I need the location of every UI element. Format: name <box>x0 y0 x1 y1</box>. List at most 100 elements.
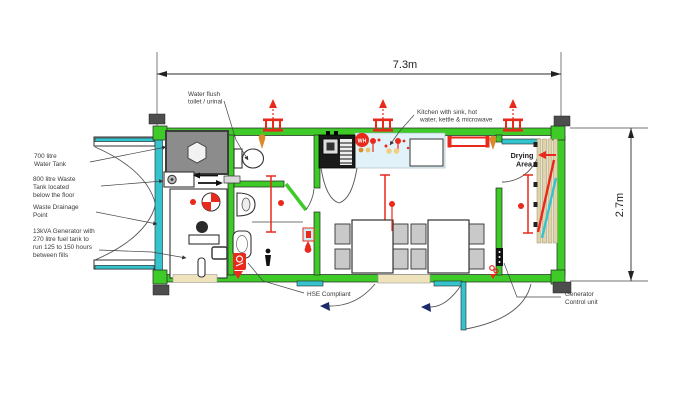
foot-bracket <box>148 113 166 125</box>
dimension-height: 2.7m <box>570 127 648 282</box>
corner-block <box>152 269 168 285</box>
building-shell <box>148 113 572 296</box>
entrance-threshold <box>377 274 431 284</box>
generator-room <box>169 188 228 283</box>
leader-drainage <box>95 211 158 226</box>
chair <box>392 248 409 270</box>
svg-text:Waste Drainage: Waste Drainage <box>33 204 79 211</box>
svg-text:Drying: Drying <box>511 151 534 160</box>
svg-text:water, kettle & microwave: water, kettle & microwave <box>419 117 493 124</box>
ceiling-light-dot <box>518 203 524 209</box>
leader-water-flush <box>223 100 249 161</box>
side-door-leaf <box>460 281 467 331</box>
person-icon <box>265 248 271 266</box>
door-swing-arc <box>94 146 157 207</box>
generator-control-panel <box>496 248 503 266</box>
leader-waste-tank <box>100 179 164 187</box>
kitchen: WH <box>318 131 490 233</box>
extract-fan-icon <box>373 99 393 132</box>
chair <box>468 248 485 270</box>
label-generator-control: Generator Control unit <box>565 291 598 306</box>
microwave <box>409 138 444 167</box>
warning-scribble-icon <box>489 265 499 279</box>
interior-walls <box>227 134 541 276</box>
entrance-arrow-icon <box>421 303 431 312</box>
left-exterior-doors <box>93 136 157 270</box>
sink-unit <box>318 131 356 169</box>
tap-dot <box>365 147 371 153</box>
shelf <box>223 175 241 184</box>
dining-table <box>351 219 394 274</box>
svg-text:below the floor: below the floor <box>33 192 75 199</box>
ceiling-light-dot <box>389 201 395 207</box>
svg-text:Point: Point <box>33 212 48 219</box>
label-water-flush: Water flush toilet / urinal <box>188 91 222 106</box>
leader-hse <box>247 262 305 294</box>
flue-cone-icon <box>258 134 497 150</box>
plant-room <box>163 130 241 188</box>
generator-symbol-icon <box>201 192 221 212</box>
arrowhead-right <box>551 71 561 77</box>
toilet-cistern <box>233 148 243 169</box>
left-end-wall <box>154 138 163 272</box>
leader-lines <box>89 100 561 298</box>
dim-height-label: 2.7m <box>614 193 626 217</box>
door-leaf-stripe <box>94 265 155 270</box>
tray-inner-line <box>236 235 248 253</box>
label-water-tank: 700 litre Water Tank <box>34 153 67 168</box>
chair <box>334 248 351 270</box>
svg-text:Tank located: Tank located <box>33 184 69 191</box>
svg-text:between fills: between fills <box>33 252 68 259</box>
waste-drain-dot <box>170 178 174 181</box>
dining-table <box>427 219 470 274</box>
ceiling-light-dot <box>278 200 284 206</box>
arrowhead-left <box>157 71 167 77</box>
svg-text:Generator: Generator <box>565 291 595 298</box>
drying-area <box>489 138 558 279</box>
cupboard-door-arc <box>320 167 340 204</box>
label-drying-area: Drying Area <box>511 151 534 169</box>
chair <box>468 223 485 245</box>
appliance-dots <box>377 138 410 150</box>
ceiling-light-dot <box>190 199 196 205</box>
accessible-toilet-icon <box>233 253 246 279</box>
chair <box>392 223 409 245</box>
door-sill <box>433 280 463 287</box>
light-fitting-icon <box>523 174 533 234</box>
dim-width-label: 7.3m <box>393 59 417 71</box>
extract-fan-icon <box>263 99 283 132</box>
svg-text:800 litre Waste: 800 litre Waste <box>33 176 76 183</box>
transfer-arrows-icon <box>193 172 223 186</box>
foot-bracket <box>552 281 572 294</box>
right-end-wall <box>556 135 566 276</box>
partition-wall-toilet-lower <box>313 211 321 276</box>
leader-water-tank <box>89 145 167 163</box>
toilet-cubicle-wall <box>233 180 285 188</box>
toilet-bowl <box>241 148 265 169</box>
drying-rack <box>533 138 558 244</box>
svg-text:Control unit: Control unit <box>565 299 598 306</box>
door-sill <box>296 280 324 287</box>
door-swing-arc <box>428 283 463 308</box>
rack-stripe-red <box>536 159 556 233</box>
corner-block <box>550 125 566 141</box>
door-swing-arc <box>305 188 315 211</box>
svg-text:270 litre fuel tank to: 270 litre fuel tank to <box>33 236 89 243</box>
chair <box>334 223 351 245</box>
door-swing-arc <box>94 202 157 261</box>
svg-text:HSE Compliant: HSE Compliant <box>307 291 351 298</box>
kettle-dot <box>393 148 400 154</box>
door-swing-arc <box>327 283 376 307</box>
fuel-cap-icon <box>196 221 208 233</box>
svg-text:Kitchen with sink, hot: Kitchen with sink, hot <box>417 109 477 116</box>
dimension-width: 7.3m <box>156 52 562 127</box>
extract-fan-icon <box>503 99 523 132</box>
svg-text:toilet / urinal: toilet / urinal <box>188 99 222 106</box>
threshold <box>172 274 218 283</box>
water-tank-hexagon-icon <box>187 141 207 164</box>
svg-text:run 125 to 150 hours: run 125 to 150 hours <box>33 244 92 251</box>
entrance-arrow-icon <box>320 302 330 311</box>
corner-block <box>152 125 168 141</box>
